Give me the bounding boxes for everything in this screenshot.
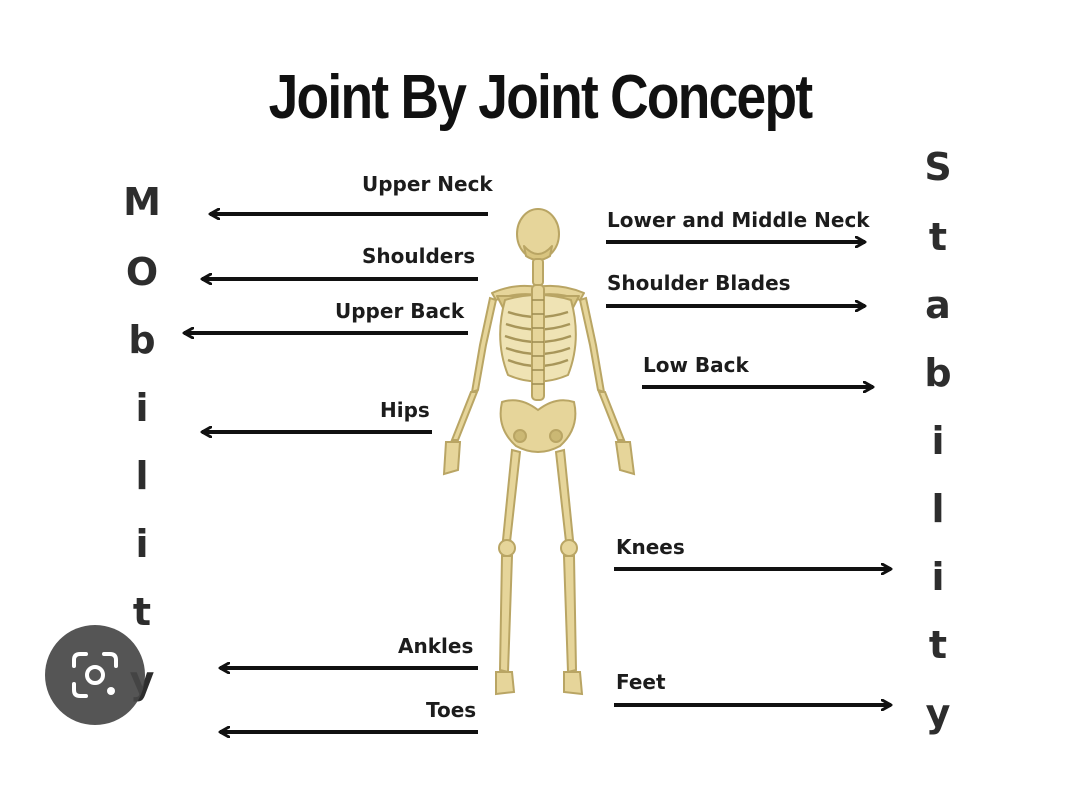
label-upper-neck: Upper Neck [362,172,493,196]
label-hips: Hips [380,398,430,422]
mobility-letter: i [135,522,149,566]
stability-letter: i [931,555,945,599]
stability-letter: t [928,623,948,667]
stability-letter: b [924,351,952,395]
mobility-letter: i [135,386,149,430]
label-lower-middle-neck: Lower and Middle Neck [607,208,870,232]
stability-letter: l [931,487,945,531]
mobility-letter: l [135,454,149,498]
page-title: Joint By Joint Concept [268,63,814,132]
mobility-letter: b [128,318,156,362]
stability-letter: t [928,215,948,259]
stability-letter: a [925,283,951,327]
mobility-letter: t [132,590,152,634]
label-upper-back: Upper Back [335,299,465,323]
label-shoulders: Shoulders [362,244,476,268]
label-low-back: Low Back [643,353,749,377]
mobility-letter: O [125,250,159,294]
label-knees: Knees [616,535,685,559]
mobility-letter: M [123,180,161,224]
label-shoulder-blades: Shoulder Blades [607,271,791,295]
stability-letter: S [924,145,952,189]
visual-search-button[interactable] [45,625,145,725]
stability-letter: y [925,691,951,735]
label-feet: Feet [616,670,666,694]
label-ankles: Ankles [398,634,474,658]
label-toes: Toes [426,698,477,722]
visual-search-icon [72,652,118,698]
stability-letter: i [931,419,945,463]
